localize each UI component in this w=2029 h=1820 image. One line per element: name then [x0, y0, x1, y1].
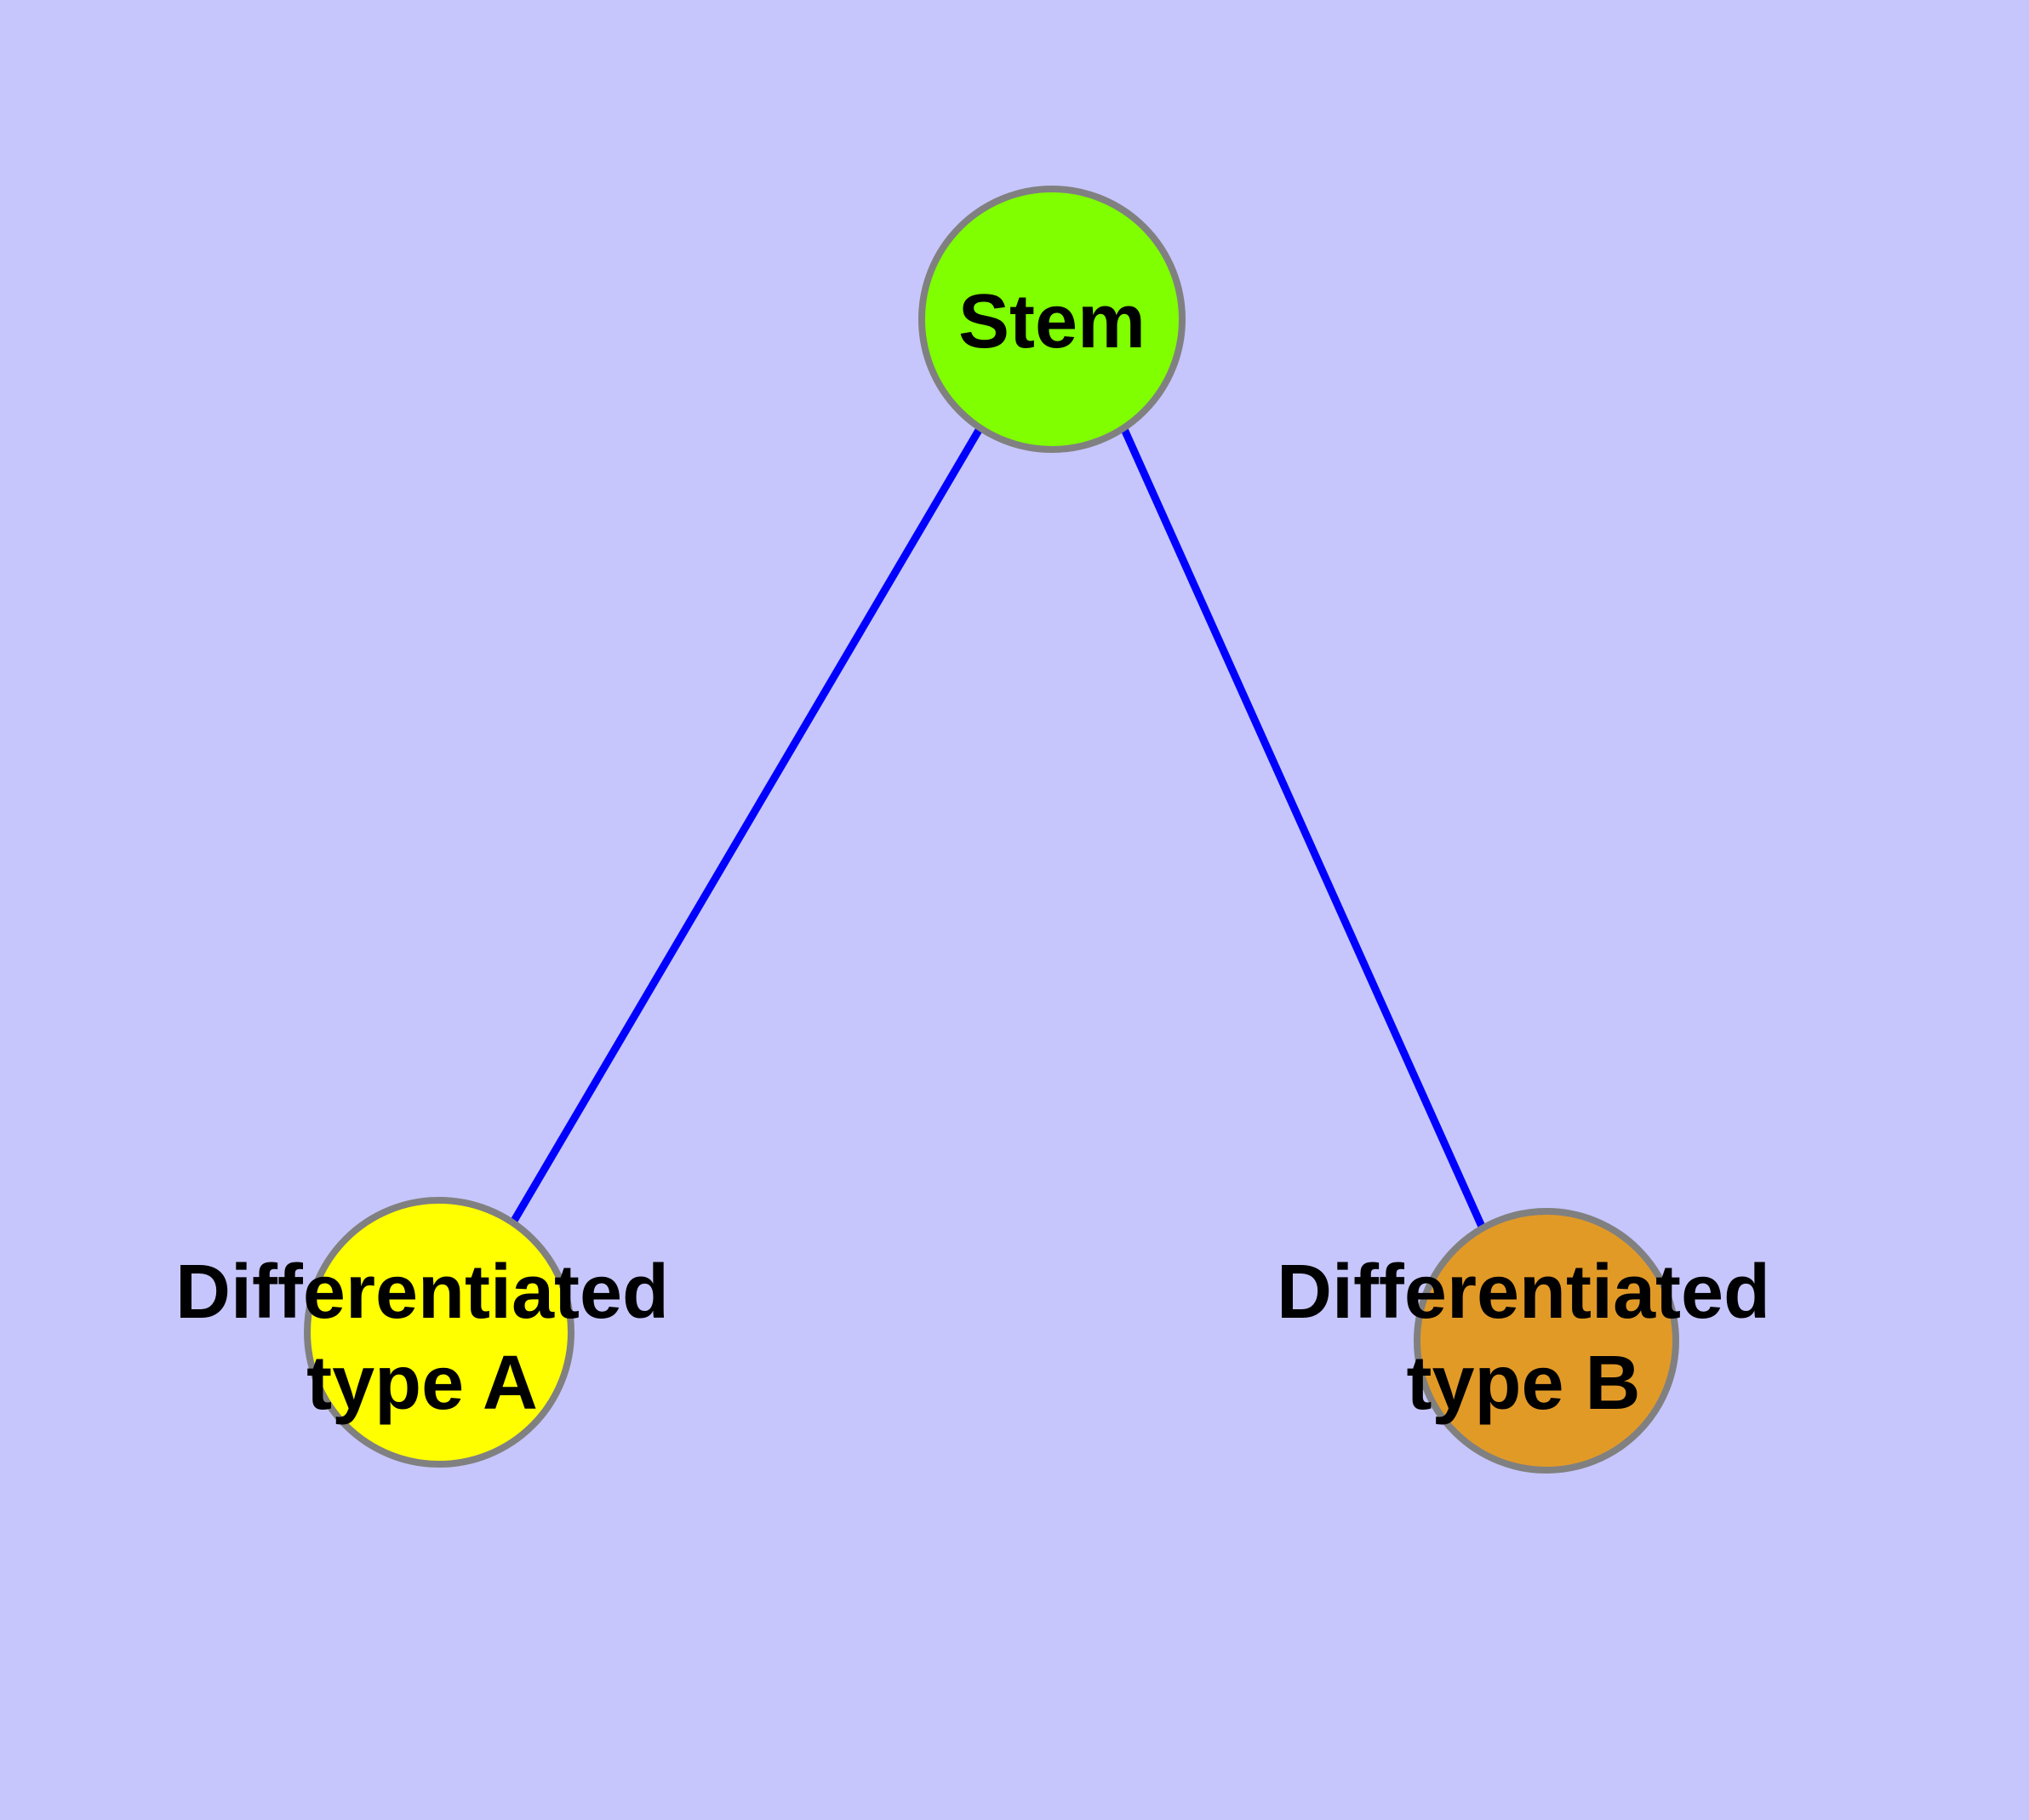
node-stem[interactable] — [918, 186, 1186, 453]
node-label-stem: Stem — [958, 279, 1146, 364]
edge-stem-to-differentiated-type-a[interactable] — [511, 425, 984, 1223]
edges-group — [511, 425, 1487, 1230]
node-label-line: Differentiated — [1277, 1250, 1770, 1335]
nodes-group — [304, 186, 1679, 1474]
node-label-line: type A — [306, 1341, 538, 1426]
node-label-line: type B — [1406, 1341, 1640, 1426]
node-label-line: Stem — [958, 279, 1146, 364]
edge-stem-to-differentiated-type-b[interactable] — [1119, 426, 1487, 1230]
node-differentiated-type-b[interactable] — [1414, 1208, 1679, 1474]
node-differentiated-type-a[interactable] — [304, 1197, 574, 1468]
node-label-line: Differentiated — [175, 1250, 669, 1335]
